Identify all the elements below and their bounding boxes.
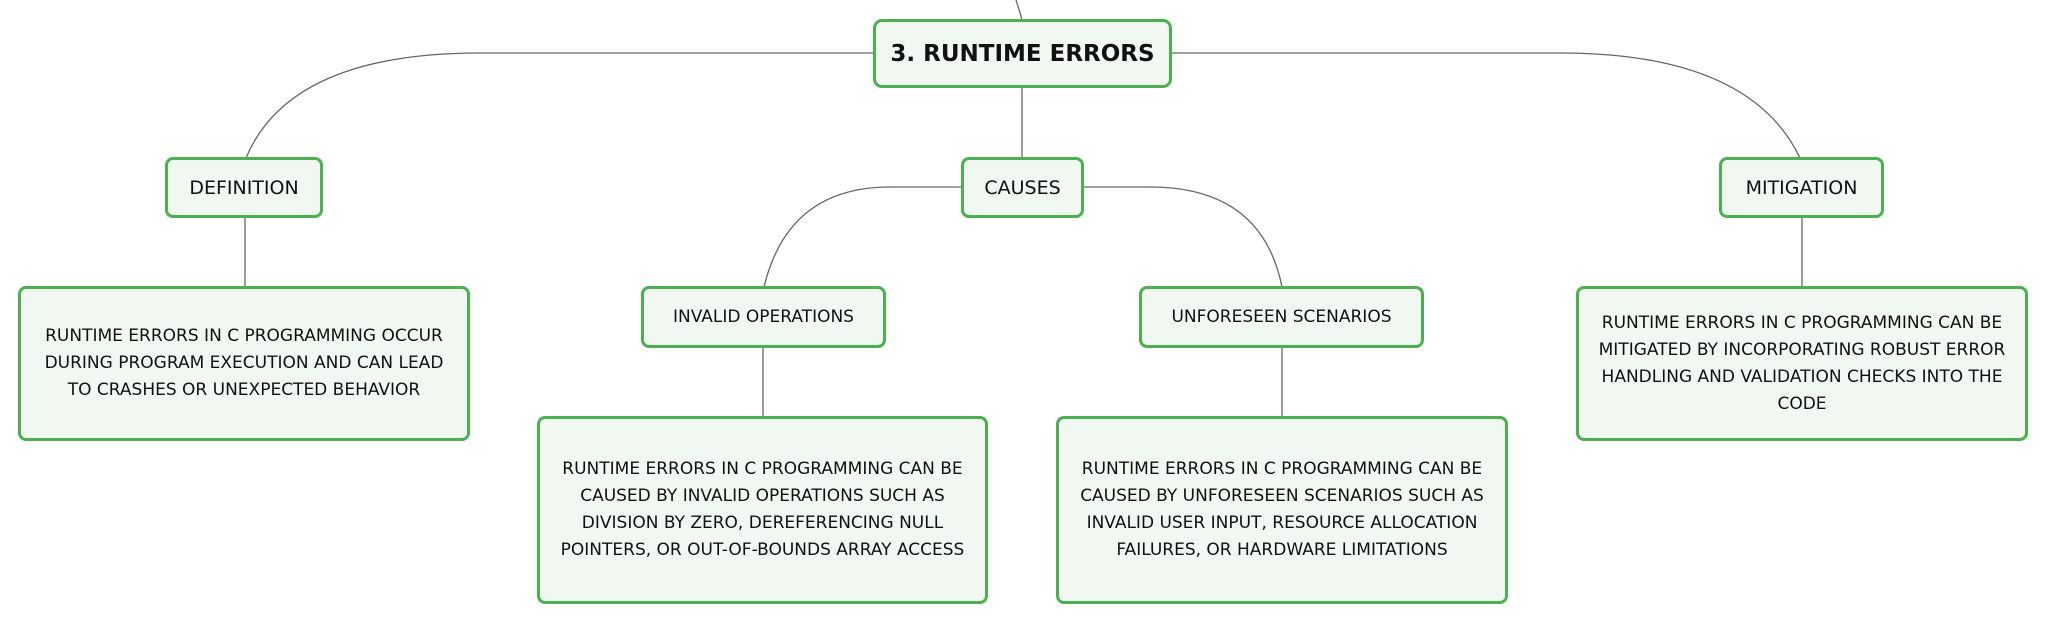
connector-parent-to-root [1015, 0, 1023, 21]
connector-causes-to-invalid-operations [763, 186, 962, 288]
connector-root-to-mitigation [1171, 52, 1801, 159]
mitigation-node[interactable]: MITIGATION [1719, 157, 1884, 218]
causes-label: CAUSES [984, 176, 1061, 199]
mitigation-description-node[interactable]: RUNTIME ERRORS IN C PROGRAMMING CAN BE M… [1576, 286, 2028, 441]
unforeseen-scenarios-description-node[interactable]: RUNTIME ERRORS IN C PROGRAMMING CAN BE C… [1056, 416, 1508, 604]
unforeseen-scenarios-node[interactable]: UNFORESEEN SCENARIOS [1139, 286, 1424, 348]
connector-root-to-definition [245, 52, 873, 159]
root-label: 3. RUNTIME ERRORS [890, 40, 1155, 67]
definition-node[interactable]: DEFINITION [165, 157, 323, 218]
definition-label: DEFINITION [189, 176, 299, 199]
mitigation-description-text: RUNTIME ERRORS IN C PROGRAMMING CAN BE M… [1598, 312, 2006, 414]
definition-description-node[interactable]: RUNTIME ERRORS IN C PROGRAMMING OCCUR DU… [18, 286, 470, 441]
connector-causes-to-unforeseen-scenarios [1083, 186, 1283, 288]
unforeseen-scenarios-label: UNFORESEEN SCENARIOS [1171, 307, 1392, 327]
root-node[interactable]: 3. RUNTIME ERRORS [873, 19, 1172, 88]
mitigation-label: MITIGATION [1745, 176, 1858, 199]
invalid-operations-description-text: RUNTIME ERRORS IN C PROGRAMMING CAN BE C… [560, 459, 965, 560]
invalid-operations-description-node[interactable]: RUNTIME ERRORS IN C PROGRAMMING CAN BE C… [537, 416, 988, 604]
causes-node[interactable]: CAUSES [961, 157, 1084, 218]
invalid-operations-label: INVALID OPERATIONS [673, 307, 854, 327]
invalid-operations-node[interactable]: INVALID OPERATIONS [641, 286, 886, 348]
unforeseen-scenarios-description-text: RUNTIME ERRORS IN C PROGRAMMING CAN BE C… [1080, 459, 1484, 560]
definition-description-text: RUNTIME ERRORS IN C PROGRAMMING OCCUR DU… [44, 326, 444, 400]
